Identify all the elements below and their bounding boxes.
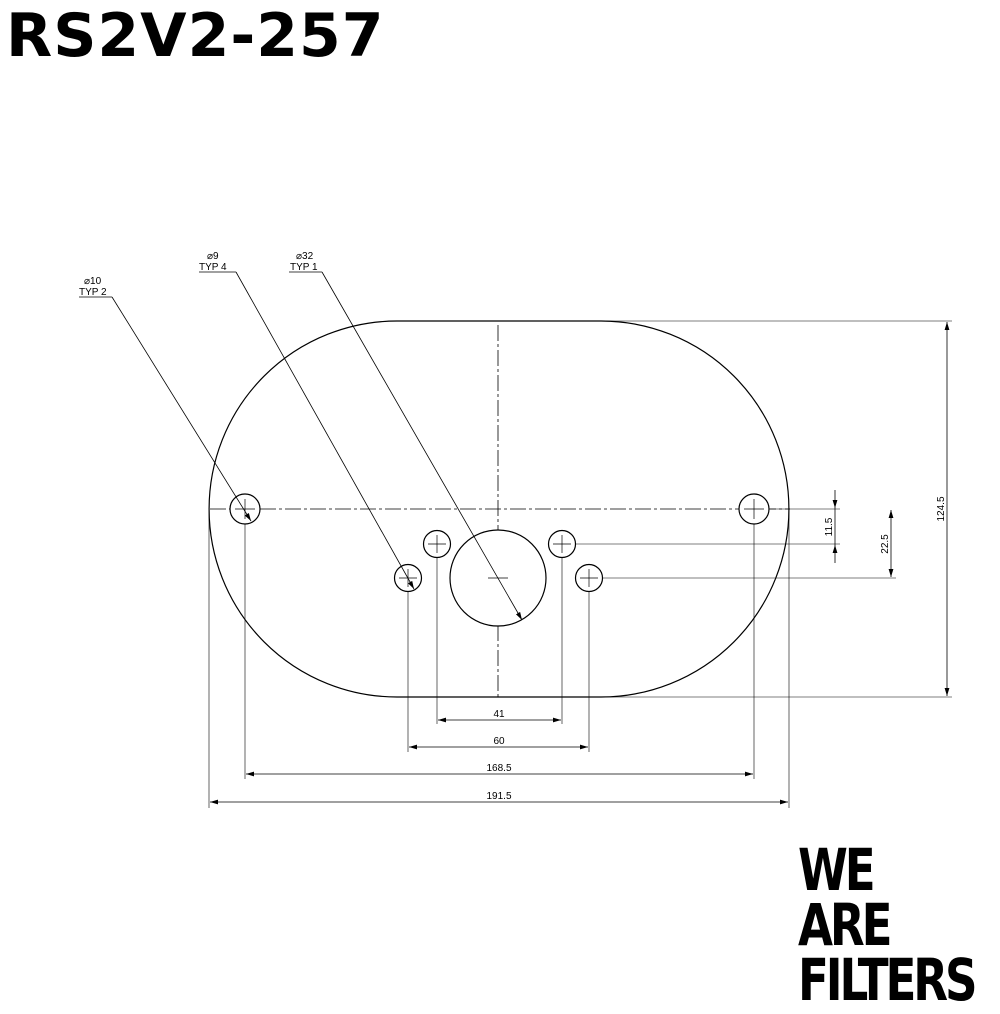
callout-hole-10-qty: TYP 2 — [79, 287, 107, 298]
part-number-title: RS2V2-257 — [6, 1, 385, 71]
dimension-124-5: 124.5 — [936, 496, 947, 521]
dimension-191-5: 191.5 — [486, 791, 511, 802]
callout-leaders — [79, 271, 523, 621]
center-lines — [210, 325, 790, 697]
logo-line-are: ARE — [798, 891, 893, 959]
dimension-22-5: 22.5 — [880, 534, 891, 554]
logo-line-we: WE — [798, 836, 876, 904]
dimension-168-5: 168.5 — [486, 763, 511, 774]
dimension-11-5: 11.5 — [824, 517, 835, 536]
brand-logo: WE ARE FILTERS — [798, 836, 998, 1014]
dimension-lines — [210, 322, 950, 805]
callout-hole-32-qty: TYP 1 — [290, 262, 318, 273]
extension-lines — [208, 320, 952, 808]
dimension-60: 60 — [493, 736, 505, 747]
dimension-41: 41 — [493, 709, 505, 720]
callout-hole-9-qty: TYP 4 — [199, 262, 227, 273]
logo-line-filters: FILTERS — [798, 946, 978, 1014]
callout-hole-32-diameter: ⌀32 — [296, 251, 314, 262]
callout-hole-9-diameter: ⌀9 — [207, 251, 219, 262]
callout-hole-10-diameter: ⌀10 — [84, 276, 102, 287]
